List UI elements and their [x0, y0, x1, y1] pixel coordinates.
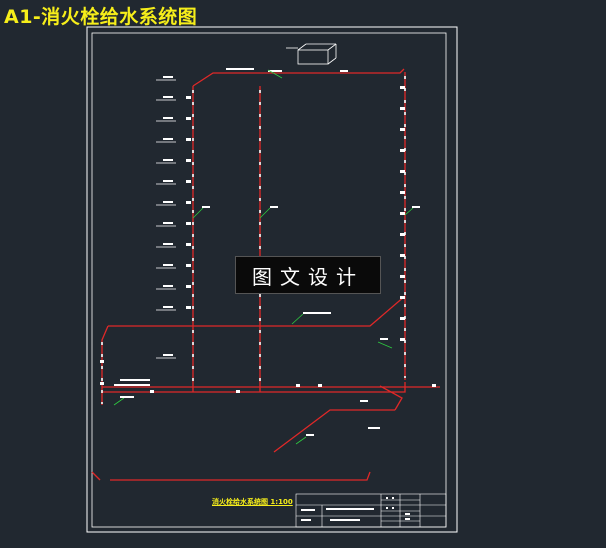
roof-tank-symbol	[286, 43, 337, 65]
floor-level-marks	[156, 79, 176, 359]
watermark: 图文设计	[235, 256, 381, 294]
title-block-text	[301, 497, 410, 521]
annotation-text	[114, 206, 420, 436]
floor-hydrants-right	[400, 86, 405, 341]
page-heading: A1-消火栓给水系统图	[4, 6, 198, 28]
pipe-dash-details	[101, 76, 406, 404]
roof-notes	[226, 68, 348, 72]
sheet-inner-frame	[91, 32, 447, 528]
floor-level-text	[163, 76, 173, 356]
sheet-outer-frame	[86, 26, 458, 533]
floor-hydrants-left	[186, 96, 191, 309]
valve-marks	[100, 360, 436, 393]
drawing-title: 消火栓给水系统图 1:100	[212, 498, 293, 506]
annotation-leaders	[113, 69, 414, 445]
title-block	[295, 493, 447, 528]
watermark-text: 图文设计	[252, 264, 364, 289]
